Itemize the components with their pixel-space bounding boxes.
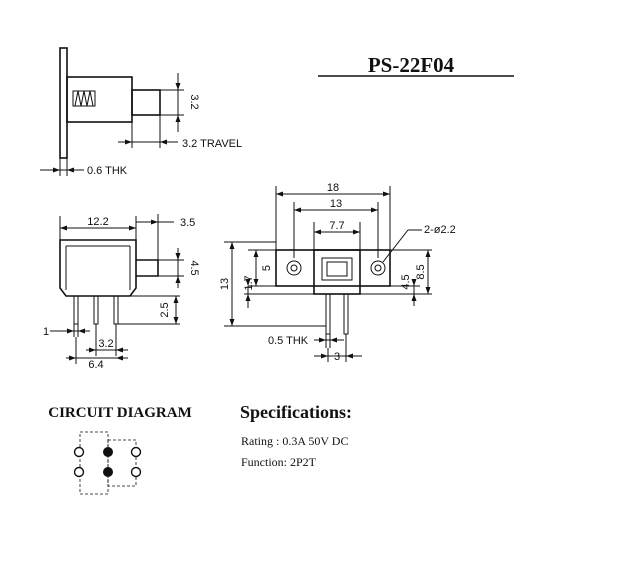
- front-view: 12.2 3.5 4.5 2.5 1: [43, 214, 200, 371]
- circuit-diagram: [73, 431, 142, 495]
- terminal-a2: [73, 466, 85, 478]
- overall-width-label: 18: [327, 182, 339, 194]
- switch-body-rear: [313, 249, 361, 295]
- terminal-b1: [130, 446, 142, 458]
- terminal-common-2: [103, 467, 113, 477]
- terminal-common-1: [103, 447, 113, 457]
- pin-length-label: 2.5: [159, 302, 171, 317]
- pin-right: [113, 295, 119, 325]
- pole-a-bracket: [79, 431, 109, 495]
- model-title: PS-22F04: [368, 53, 455, 77]
- actuator-gap-label: 3.5: [180, 217, 195, 229]
- front-width-label: 12.2: [87, 216, 108, 228]
- terminal-a1: [73, 446, 85, 458]
- pin-width-label: 1: [43, 326, 49, 338]
- plate-thickness-label: 0.6 THK: [87, 165, 128, 177]
- offset-label: 1.7: [243, 275, 255, 290]
- right-lower-label: 4.5: [400, 274, 412, 289]
- pin-left: [73, 295, 79, 325]
- bracket-plate: [275, 249, 391, 287]
- spring-icon: [74, 90, 94, 107]
- rear-pin-right: [343, 293, 349, 335]
- mount-hole-right: [370, 260, 386, 276]
- right-height-label: 8.5: [415, 264, 427, 279]
- pin-spacing-label: 3: [334, 351, 340, 363]
- body-width-label: 7.7: [329, 220, 344, 232]
- actuator-window: [321, 257, 353, 281]
- bracket-height-label: 13: [219, 278, 231, 290]
- flange-height-label: 5: [261, 265, 273, 271]
- thickness-label: 0.5 THK: [268, 335, 309, 347]
- pole-b-bracket: [107, 439, 137, 487]
- switch-body-front: [59, 239, 137, 297]
- rear-pin-left: [325, 293, 331, 335]
- actuator-front: [136, 259, 159, 277]
- circuit-heading: CIRCUIT DIAGRAM: [48, 405, 191, 421]
- hole-callout-label: 2-ø2.2: [424, 224, 456, 236]
- pin-center: [93, 295, 99, 325]
- specifications-heading: Specifications:: [240, 402, 352, 422]
- pin-span-label: 6.4: [88, 359, 103, 371]
- function-text: Function: 2P2T: [241, 455, 317, 469]
- terminal-b2: [130, 466, 142, 478]
- mounting-plate: [59, 47, 68, 159]
- rating-text: Rating : 0.3A 50V DC: [241, 434, 348, 448]
- hole-spacing-label: 13: [330, 198, 342, 210]
- travel-label: 3.2 TRAVEL: [182, 138, 242, 150]
- actuator-side: [131, 89, 161, 116]
- bracket-view: 18 13 7.7 2-ø2.2: [219, 182, 456, 363]
- actuator-height-label: 4.5: [188, 260, 200, 275]
- mount-hole-left: [286, 260, 302, 276]
- side-height-label: 3.2: [188, 94, 200, 109]
- pin-pitch-label: 3.2: [98, 338, 113, 350]
- side-view: 3.2 3.2 TRAVEL 0.6 THK: [40, 47, 242, 177]
